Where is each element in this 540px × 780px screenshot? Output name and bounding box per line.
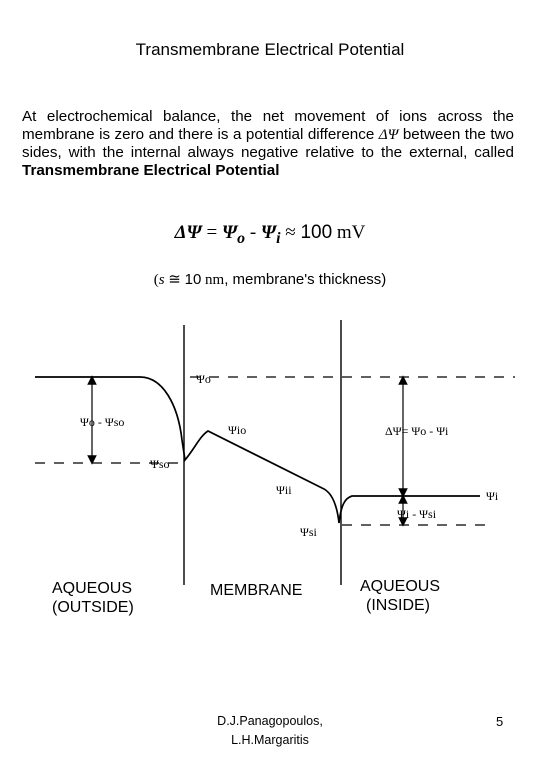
eq-equals: = — [201, 222, 222, 243]
thickness-symbol: s — [158, 272, 165, 288]
thickness-unit: nm — [201, 272, 225, 288]
author-line-2: L.H.Margaritis — [231, 733, 309, 747]
label-psi-io: Ψio — [228, 423, 246, 437]
thickness-cong: ≅ — [164, 272, 185, 288]
label-delta-psi-eq: ΔΨ= Ψo - Ψi — [385, 424, 449, 438]
region-outside-line1: AQUEOUS — [52, 580, 133, 597]
label-psi-i: Ψi — [486, 489, 499, 503]
paragraph-bold-term: Transmembrane Electrical Potential — [22, 162, 280, 179]
thickness-open: ( — [153, 272, 159, 288]
region-membrane: MEMBRANE — [210, 581, 302, 600]
eq-sub-o: o — [237, 229, 246, 247]
thickness-text: , membrane's thickness) — [224, 271, 387, 288]
region-membrane-label: MEMBRANE — [210, 582, 303, 599]
region-inside-line1: AQUEOUS — [360, 578, 441, 595]
eq-unit: mV — [332, 222, 366, 243]
label-psi-i-minus-psi-si: Ψi - Ψsi — [397, 507, 437, 521]
eq-sub-i: i — [276, 229, 281, 247]
thickness-value: 10 — [184, 271, 202, 288]
eq-delta-psi: ΔΨ — [174, 222, 202, 243]
label-psi-ii: Ψii — [276, 483, 292, 497]
eq-psi-i: Ψ — [260, 222, 277, 243]
author-credit: D.J.Panagopoulos, L.H.Margaritis — [170, 712, 370, 750]
region-inside: AQUEOUS (INSIDE) — [360, 577, 440, 615]
page-number: 5 — [496, 714, 504, 729]
potential-diagram: Ψo Ψo - Ψso Ψio Ψso Ψii Ψsi ΔΨ= Ψo - Ψi … — [35, 320, 515, 585]
label-psi-so: Ψso — [150, 457, 170, 471]
eq-minus: - — [245, 222, 261, 243]
page-title: Transmembrane Electrical Potential — [135, 40, 405, 59]
label-psi-o: Ψo — [196, 372, 211, 386]
label-psi-si: Ψsi — [300, 525, 318, 539]
paragraph-text-2: between the two sides, with the internal… — [22, 126, 515, 161]
thickness-note: (s ≅ 10 nm, membrane's thickness) — [0, 270, 540, 289]
intro-paragraph: At electrochemical balance, the net move… — [22, 108, 514, 180]
author-line-1: D.J.Panagopoulos, — [217, 714, 323, 728]
eq-value: 100 — [300, 222, 333, 243]
region-outside-line2: (OUTSIDE) — [52, 599, 134, 616]
potential-curve — [35, 376, 480, 524]
eq-approx: ≈ — [280, 222, 301, 243]
label-psi-o-minus-psi-so: Ψo - Ψso — [80, 415, 124, 429]
eq-psi-o: Ψ — [221, 222, 238, 243]
region-inside-line2: (INSIDE) — [366, 597, 430, 614]
paragraph-text-1: At electrochemical balance, the net move… — [22, 108, 514, 143]
potential-equation: ΔΨ = Ψo - Ψi ≈ 100 mV — [0, 222, 540, 248]
delta-psi-symbol: ΔΨ — [378, 126, 399, 143]
region-outside: AQUEOUS (OUTSIDE) — [52, 579, 134, 617]
